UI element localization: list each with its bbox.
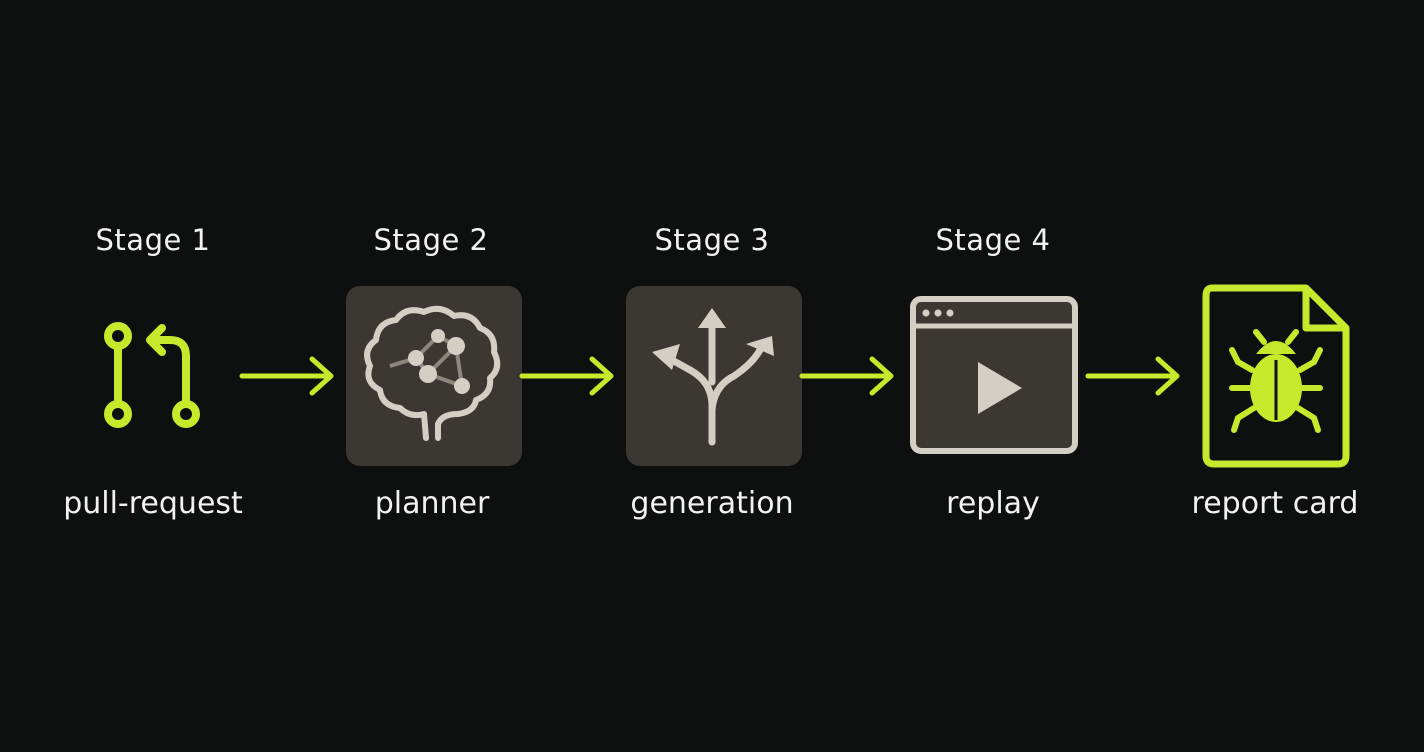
node-label-generation: generation	[630, 486, 794, 521]
flow-arrow-4	[1085, 355, 1182, 397]
stage-3-label: Stage 3	[654, 223, 770, 257]
branching-arrows-icon	[626, 286, 802, 466]
brain-network-icon	[346, 286, 522, 466]
node-label-replay: replay	[946, 486, 1040, 521]
flow-arrow-1	[239, 355, 336, 397]
flow-arrow-2	[519, 355, 616, 397]
bug-report-document-icon	[1202, 284, 1350, 468]
git-pull-request-icon	[90, 310, 214, 440]
node-label-report-card: report card	[1191, 486, 1359, 521]
node-label-planner: planner	[374, 486, 490, 521]
flow-arrow-3	[799, 355, 896, 397]
stage-2-label: Stage 2	[373, 223, 489, 257]
browser-play-icon	[910, 296, 1078, 454]
stage-1-label: Stage 1	[95, 223, 211, 257]
node-label-pull-request: pull-request	[63, 486, 243, 521]
stage-4-label: Stage 4	[935, 223, 1051, 257]
